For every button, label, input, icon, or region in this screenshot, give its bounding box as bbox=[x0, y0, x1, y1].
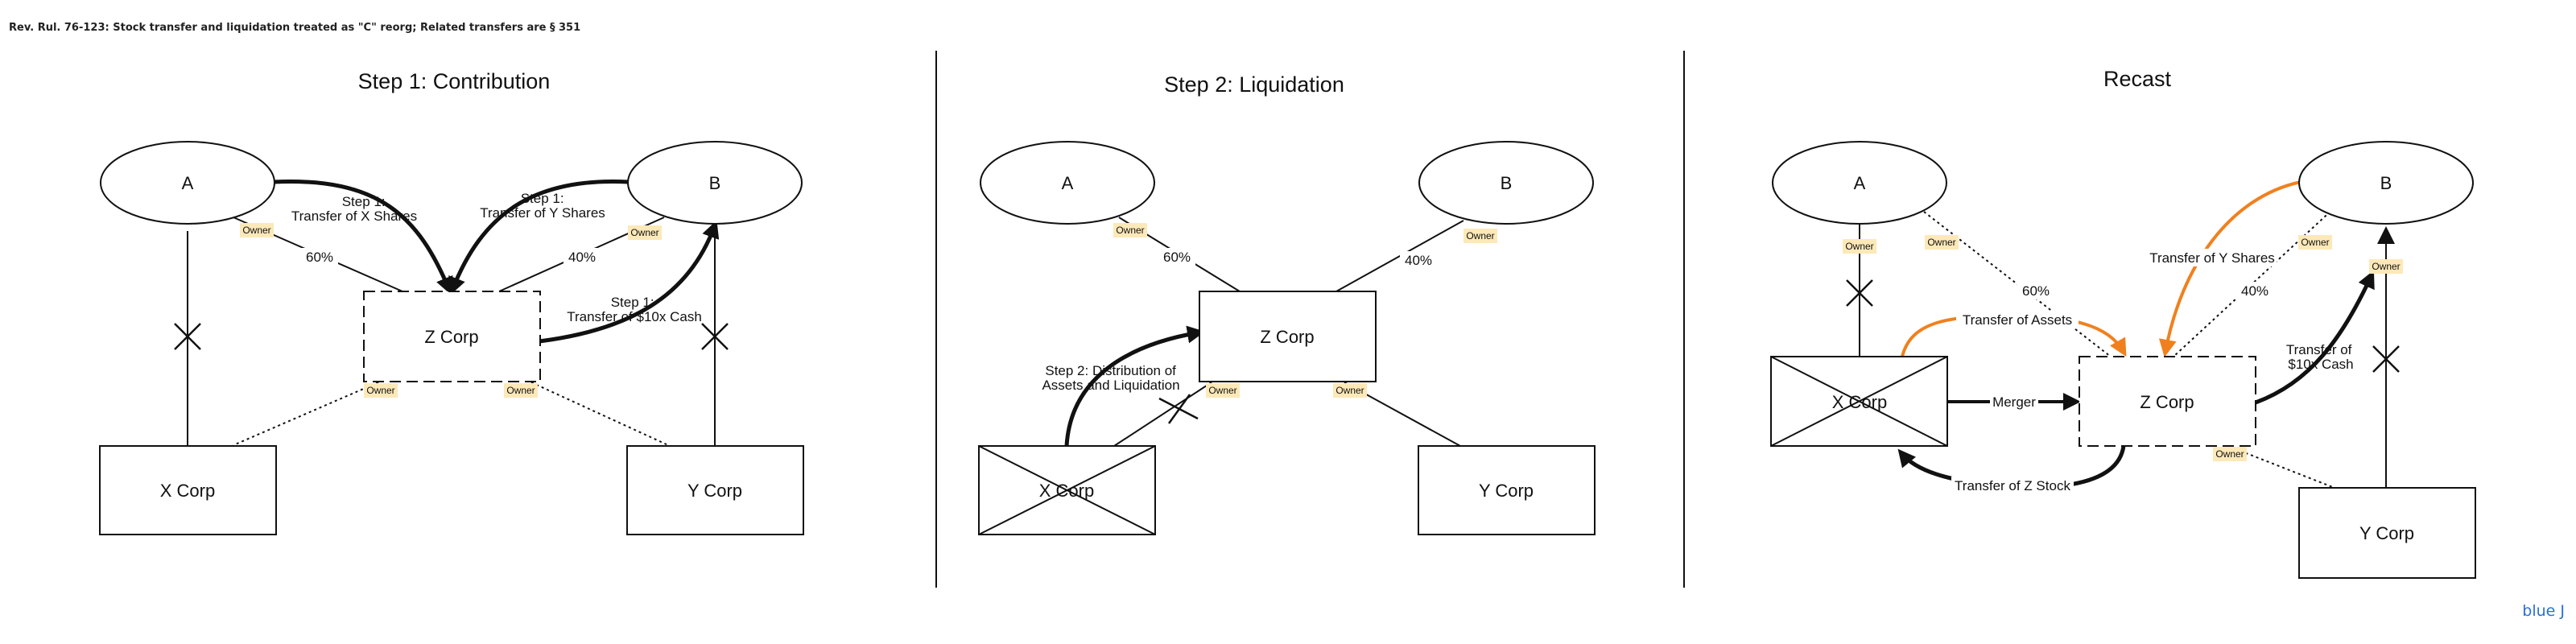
svg-text:Owner: Owner bbox=[1845, 241, 1873, 252]
owner-badge: Owner bbox=[1925, 235, 1959, 250]
node-label: B bbox=[2380, 173, 2392, 193]
svg-text:Owner: Owner bbox=[1927, 237, 1955, 248]
transfer-arrow bbox=[273, 179, 453, 295]
brand-logo: blue J bbox=[2522, 602, 2565, 620]
shareholder-node bbox=[1418, 141, 1594, 225]
cross-mark bbox=[174, 323, 201, 350]
cross-mark bbox=[1846, 279, 1873, 307]
liquidated-corp-node bbox=[978, 445, 1156, 535]
svg-text:Owner: Owner bbox=[366, 385, 394, 396]
transfer-label: Transfer of Y Shares bbox=[2149, 250, 2275, 266]
owner-badge: Owner bbox=[2298, 235, 2332, 250]
liquidated-corp-node bbox=[1770, 356, 1948, 447]
cross-mark bbox=[701, 323, 729, 350]
transfer-label: Transfer of $10x Cash bbox=[2286, 342, 2355, 372]
owner-badge: Owner bbox=[2213, 447, 2247, 461]
svg-text:Owner: Owner bbox=[506, 385, 535, 396]
corp-node bbox=[2298, 487, 2476, 579]
panel-step1: Step 1: Contribution A B Z Corp X Corp Y… bbox=[99, 69, 804, 535]
node-label: A bbox=[182, 173, 194, 193]
transfer-arrow bbox=[448, 179, 629, 295]
shareholder-node bbox=[100, 141, 275, 225]
node-label: Y Corp bbox=[687, 481, 742, 501]
node-label: Z Corp bbox=[2140, 392, 2194, 412]
owner-badge: Owner bbox=[364, 383, 398, 398]
shareholder-node bbox=[1772, 141, 1947, 225]
transfer-arrow bbox=[1064, 325, 1205, 447]
owner-badge: Owner bbox=[504, 383, 538, 398]
node-label: X Corp bbox=[1039, 481, 1094, 501]
panel-step2: Step 2: Liquidation A B Z Corp X Corp Y … bbox=[978, 72, 1596, 535]
svg-text:Owner: Owner bbox=[1335, 385, 1364, 396]
transfer-label: Merger bbox=[1992, 394, 2036, 410]
transfer-arrow bbox=[539, 220, 720, 344]
owner-badge: Owner bbox=[1843, 239, 1876, 254]
svg-text:Owner: Owner bbox=[1466, 230, 1494, 242]
ownership-line bbox=[1113, 382, 1212, 447]
shareholder-node bbox=[980, 141, 1155, 225]
corp-node bbox=[363, 291, 541, 382]
percentage-label: 60% bbox=[2022, 283, 2050, 299]
dotted-ownership-line bbox=[2229, 446, 2335, 489]
svg-text:Owner: Owner bbox=[242, 225, 270, 236]
panel-title: Step 2: Liquidation bbox=[1164, 72, 1344, 97]
svg-text:Owner: Owner bbox=[2301, 237, 2329, 248]
transfer-label: Transfer of Assets bbox=[1963, 312, 2072, 328]
shareholder-node bbox=[627, 141, 803, 225]
percentage-label: 40% bbox=[2241, 283, 2268, 299]
node-label: B bbox=[1501, 173, 1513, 193]
corp-node bbox=[626, 445, 804, 535]
corp-node bbox=[99, 445, 277, 535]
node-label: B bbox=[709, 173, 721, 193]
svg-text:Owner: Owner bbox=[1208, 385, 1236, 396]
owner-badge: Owner bbox=[1206, 383, 1240, 398]
node-label: A bbox=[1062, 173, 1074, 193]
cross-mark bbox=[1158, 394, 1199, 424]
page-title: Rev. Rul. 76-123: Stock transfer and liq… bbox=[9, 22, 581, 34]
dotted-ownership-line bbox=[530, 382, 669, 446]
node-label: Y Corp bbox=[2359, 523, 2414, 543]
svg-text:Owner: Owner bbox=[630, 227, 658, 238]
share-transfer-arrow bbox=[2158, 180, 2301, 357]
svg-text:Owner: Owner bbox=[2215, 448, 2244, 460]
node-label: X Corp bbox=[160, 481, 215, 501]
corp-node bbox=[2079, 356, 2256, 447]
panel-recast: Recast A B X Corp Z Corp Y bbox=[1770, 67, 2476, 579]
svg-text:Owner: Owner bbox=[2372, 261, 2400, 272]
owner-badge: Owner bbox=[240, 223, 274, 237]
transfer-label: Step 1: Transfer of X Shares bbox=[291, 194, 417, 224]
transfer-label: Step 1: Transfer of Y Shares bbox=[480, 191, 605, 221]
owner-badge: Owner bbox=[2369, 259, 2403, 274]
cross-mark bbox=[2372, 345, 2400, 373]
percentage-label: 60% bbox=[1163, 250, 1191, 265]
percentage-label: 60% bbox=[306, 250, 333, 265]
transfer-label: Step 1: Transfer of $10x Cash bbox=[567, 295, 702, 324]
svg-text:Owner: Owner bbox=[1116, 225, 1144, 236]
corp-node bbox=[1418, 445, 1596, 535]
dotted-ownership-line bbox=[233, 382, 379, 446]
percentage-label: 40% bbox=[1405, 253, 1432, 268]
percentage-label: 40% bbox=[568, 250, 596, 265]
panel-title: Recast bbox=[2103, 67, 2172, 91]
node-label: Y Corp bbox=[1479, 481, 1534, 501]
node-label: Z Corp bbox=[1260, 327, 1314, 347]
node-label: Z Corp bbox=[424, 327, 478, 347]
panel-title: Step 1: Contribution bbox=[358, 69, 551, 93]
owner-badge: Owner bbox=[628, 225, 662, 240]
node-label: X Corp bbox=[1832, 392, 1887, 412]
shareholder-node bbox=[2298, 141, 2474, 225]
owner-badge: Owner bbox=[1333, 383, 1367, 398]
owner-badge: Owner bbox=[1463, 229, 1497, 243]
cash-transfer-arrow bbox=[2255, 270, 2375, 405]
transfer-label: Transfer of Z Stock bbox=[1955, 478, 2070, 493]
transfer-label: Step 2: Distribution of Assets and Liqui… bbox=[1042, 363, 1179, 393]
owner-badge: Owner bbox=[1113, 223, 1147, 237]
corp-node bbox=[1199, 291, 1377, 382]
node-label: A bbox=[1854, 173, 1866, 193]
